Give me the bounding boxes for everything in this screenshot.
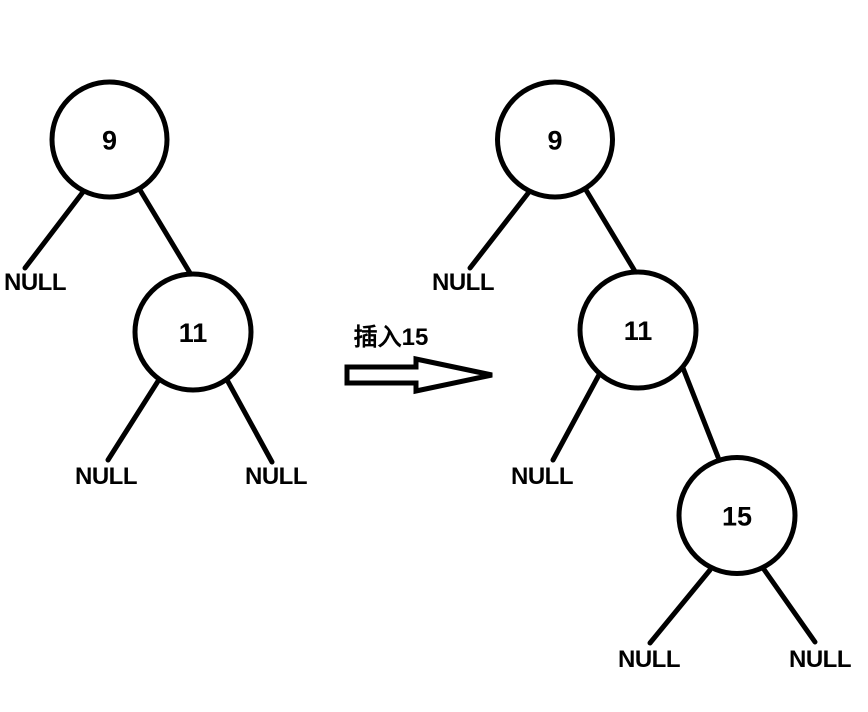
insert-arrow-group: 插入15	[344, 324, 493, 395]
edge-9-to-left-null	[467, 189, 532, 271]
edge-9-to-11	[583, 187, 639, 276]
null-label: NULL	[4, 269, 66, 296]
null-label: NULL	[75, 463, 137, 490]
node-circle-11	[577, 269, 699, 391]
null-label: NULL	[432, 269, 494, 296]
edge-9-to-left-null	[22, 189, 86, 271]
edge-15-to-right-null	[760, 565, 818, 645]
edge-11-to-right-null	[223, 375, 275, 465]
edge-11-to-15	[680, 365, 721, 460]
insert-arrow-label: 插入15	[354, 324, 429, 351]
edge-9-to-11	[137, 187, 193, 276]
null-label: NULL	[618, 646, 680, 673]
node-circle-9	[495, 79, 615, 200]
tree-before: 9 11 NULL NULL NULL	[4, 79, 307, 490]
right-arrow-icon	[344, 355, 493, 395]
edge-11-to-left-null	[105, 375, 163, 463]
null-label: NULL	[511, 463, 573, 490]
node-label-9: 9	[102, 126, 117, 156]
node-circle-15	[676, 455, 798, 576]
edge-15-to-left-null	[647, 567, 713, 646]
node-label-11: 11	[179, 318, 208, 348]
node-label-15: 15	[722, 502, 752, 532]
null-label: NULL	[789, 646, 851, 673]
node-label-9: 9	[547, 126, 562, 156]
node-label-11: 11	[624, 316, 653, 346]
edge-11-to-left-null	[550, 370, 603, 463]
node-circle-11	[132, 271, 254, 393]
node-circle-9	[49, 79, 170, 200]
tree-after: 9 11 15 NULL NULL NULL NULL	[432, 79, 851, 673]
null-label: NULL	[245, 463, 307, 490]
